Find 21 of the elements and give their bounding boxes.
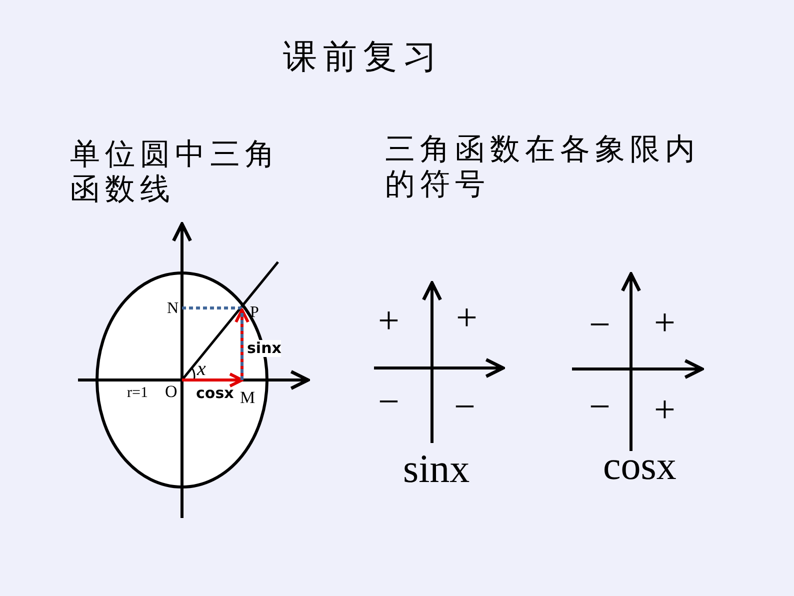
line-label: cosx <box>196 385 234 402</box>
slide-title: 课前复习 <box>283 38 443 78</box>
function-label: cosx <box>603 443 676 489</box>
point-label: O <box>165 382 178 402</box>
sign-label: + <box>378 300 400 344</box>
angle-label: x <box>197 358 206 381</box>
radius-label: r=1 <box>127 385 148 402</box>
function-label: sinx <box>403 446 470 492</box>
sign-label: + <box>654 389 676 433</box>
section-heading: 单位圆中三角函数线 <box>70 138 281 207</box>
section-heading: 三角函数在各象限内的符号 <box>385 133 701 202</box>
sign-label: − <box>378 381 400 425</box>
sign-label: − <box>589 304 610 348</box>
point-label: N <box>167 300 179 318</box>
sign-label: + <box>456 297 478 341</box>
point-label: P <box>250 304 259 322</box>
point-label: M <box>240 388 256 408</box>
sign-label: + <box>654 302 676 346</box>
sign-label: − <box>454 386 476 430</box>
sign-label: − <box>589 386 610 430</box>
line-label: sinx <box>247 340 282 358</box>
